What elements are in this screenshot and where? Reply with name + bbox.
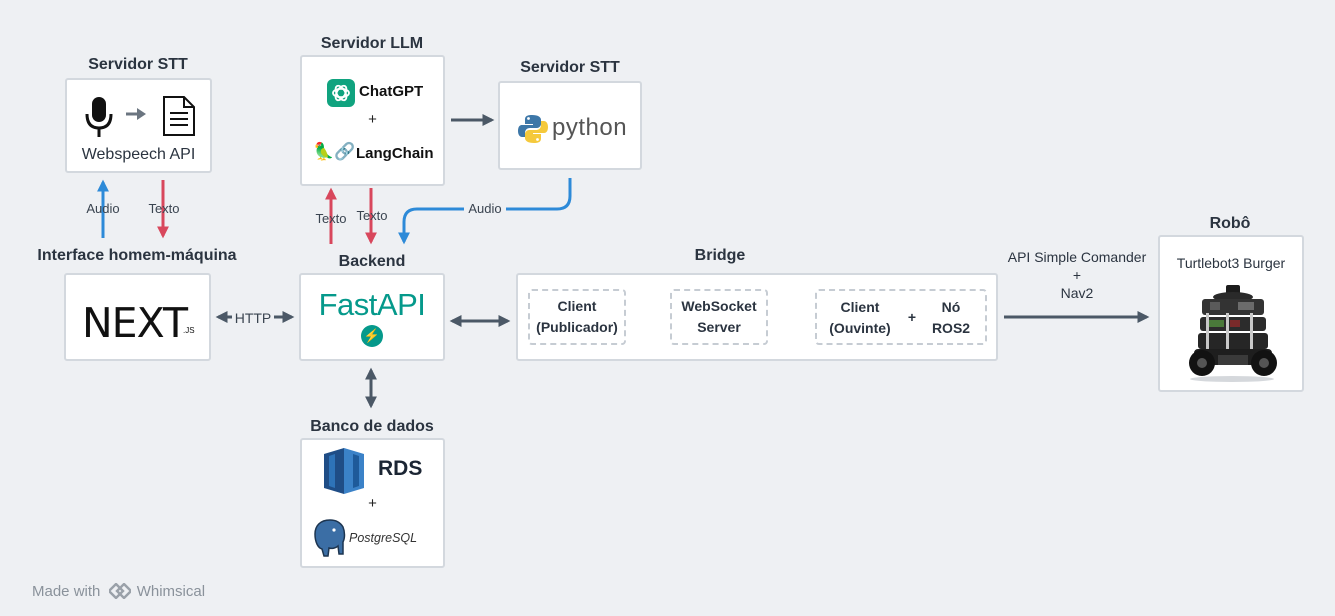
turtlebot-robot-image [1189, 285, 1277, 382]
api-line2: + [1072, 267, 1082, 283]
api-label: API Simple Comander + Nav2 [1002, 248, 1152, 302]
python-label: python [552, 114, 628, 141]
arrow-right-icon [126, 108, 146, 120]
backend-box[interactable]: FastAPI ⚡ [299, 273, 445, 361]
postgres-label: PostgreSQL [349, 531, 418, 545]
llm-box[interactable]: ChatGPT + 🦜🔗 LangChain [300, 55, 445, 186]
stt-left-box[interactable]: Webspeech API [65, 78, 212, 173]
nextjs-suffix: .JS [183, 326, 195, 335]
hmi-title: Interface homem-máquina [37, 247, 237, 264]
api-line1: API Simple Comander [1007, 249, 1147, 265]
label-texto-left: Texto [148, 201, 180, 216]
client-sub-line1: Client [840, 299, 880, 315]
stt-left-title: Servidor STT [88, 56, 188, 73]
backend-title: Backend [338, 253, 406, 270]
ros2-node-text: Nó ROS2 [926, 297, 976, 339]
db-title: Banco de dados [310, 418, 434, 435]
stt-right-title: Servidor STT [520, 59, 620, 76]
bridge-plus: + [907, 309, 917, 325]
client-publisher[interactable]: Client (Publicador) [528, 289, 626, 345]
python-icon [518, 115, 548, 143]
ros2-line2: ROS2 [931, 320, 971, 336]
rds-label: RDS [378, 457, 423, 480]
langchain-label: LangChain [356, 145, 434, 162]
label-texto-llm-down: Texto [356, 208, 388, 223]
footer-prefix: Made with [32, 583, 101, 600]
label-audio-left: Audio [86, 201, 120, 216]
client-subscriber-node[interactable] [815, 289, 987, 345]
hmi-box[interactable]: NEXT .JS [64, 273, 211, 361]
db-box[interactable]: RDS + PostgreSQL [300, 438, 445, 568]
bridge-box[interactable] [516, 273, 998, 361]
postgresql-elephant-icon [314, 519, 346, 557]
stt-left-service: Webspeech API [81, 146, 196, 163]
client-pub-line1: Client [557, 298, 597, 314]
label-audio-right: Audio [464, 201, 506, 216]
whimsical-logo-icon [106, 582, 133, 600]
stt-right-box[interactable]: python [498, 81, 642, 170]
chatgpt-label: ChatGPT [359, 83, 424, 100]
robot-box[interactable]: Turtlebot3 Burger [1158, 235, 1304, 392]
client-pub-line2: (Publicador) [536, 319, 618, 335]
llm-title: Servidor LLM [320, 35, 424, 52]
document-icon [163, 96, 195, 136]
ros2-line1: Nó [941, 299, 961, 315]
aws-rds-icon [324, 448, 364, 494]
db-plus: + [368, 495, 377, 512]
api-line3: Nav2 [1060, 285, 1094, 301]
label-http: HTTP [234, 310, 272, 326]
bolt-icon: ⚡ [361, 325, 383, 347]
chatgpt-icon [327, 79, 355, 107]
microphone-icon [85, 97, 113, 137]
fastapi-logo: FastAPI [318, 287, 426, 322]
bridge-title: Bridge [694, 247, 746, 264]
footer[interactable]: Made with Whimsical [32, 582, 206, 600]
robot-name: Turtlebot3 Burger [1176, 255, 1286, 271]
langchain-icon: 🦜🔗 [313, 142, 356, 161]
label-texto-llm-up: Texto [315, 211, 347, 226]
client-sub-line2: (Ouvinte) [829, 320, 891, 336]
websocket-line2: Server [697, 319, 741, 335]
websocket-line1: WebSocket [681, 298, 757, 314]
footer-brand: Whimsical [136, 583, 206, 600]
llm-plus: + [368, 111, 377, 128]
nextjs-logo: NEXT [82, 299, 188, 347]
robot-title: Robô [1209, 215, 1251, 232]
client-sub-text: Client (Ouvinte) [826, 297, 894, 339]
websocket-server[interactable]: WebSocket Server [670, 289, 768, 345]
